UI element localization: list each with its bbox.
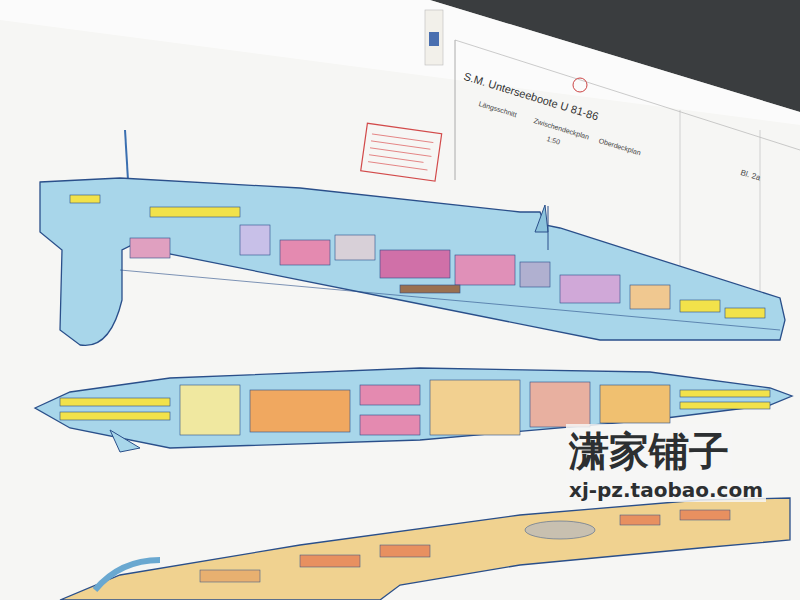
- watermark-url: xj-pz.taobao.com: [566, 478, 766, 502]
- watermark: 潇家铺子: [566, 424, 732, 479]
